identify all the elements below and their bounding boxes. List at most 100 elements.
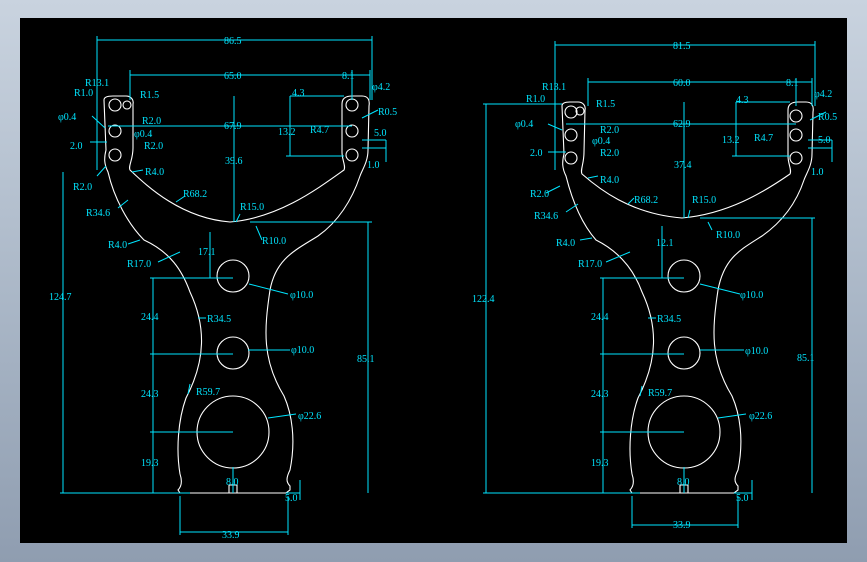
right-phi10b: φ10.0: [745, 346, 768, 357]
left-d-2: 2.0: [70, 141, 83, 152]
left-hole-2: [216, 336, 250, 370]
right-base-width: 33.9: [673, 520, 691, 531]
right-tip-offset: 8.1: [786, 78, 799, 89]
left-overall-height: 124.7: [49, 292, 72, 303]
left-tip-hole-a: [108, 98, 122, 112]
right-d-2: 2.0: [530, 148, 543, 159]
right-d-slot: 13.2: [722, 135, 740, 146]
right-hole-1: [667, 259, 701, 293]
right-r2-0b: R2.0: [600, 148, 619, 159]
left-r17-0: R17.0: [127, 259, 151, 270]
left-r13-1: R13.1: [85, 78, 109, 89]
left-tip-hole-e: [345, 98, 359, 112]
left-tip-hole-b: [108, 124, 122, 138]
right-r10-0: R10.0: [716, 230, 740, 241]
cad-viewport: 86.5 65.0 8.1 67.9 39.6 124.7 85.1 17.1 …: [20, 18, 847, 543]
right-fork-width: 62.9: [673, 119, 691, 130]
left-tip-offset: 8.1: [342, 71, 355, 82]
left-r34-5: R34.5: [207, 314, 231, 325]
left-r4-0a: R4.0: [145, 167, 164, 178]
left-phi0-4b: φ0.4: [134, 129, 152, 140]
right-phi22-6: φ22.6: [749, 411, 772, 422]
left-drawing: 86.5 65.0 8.1 67.9 39.6 124.7 85.1 17.1 …: [49, 36, 397, 541]
left-bottom-offset: 19.3: [141, 458, 159, 469]
right-r59-7: R59.7: [648, 388, 672, 399]
right-r1-0: R1.0: [526, 94, 545, 105]
right-r15-0: R15.0: [692, 195, 716, 206]
right-tip-hole-c: [564, 151, 578, 165]
left-d-5: 5.0: [374, 128, 387, 139]
left-overall-width: 86.5: [224, 36, 242, 47]
right-r17-0: R17.0: [578, 259, 602, 270]
left-phi0-4a: φ0.4: [58, 112, 76, 123]
left-fork-depth: 39.6: [225, 156, 243, 167]
right-hole-2: [667, 336, 701, 370]
right-d-1: 1.0: [811, 167, 824, 178]
right-notch-depth: 5.0: [736, 493, 749, 504]
right-r2-0a: R2.0: [600, 125, 619, 136]
right-r34-6: R34.6: [534, 211, 558, 222]
right-neck-drop: 12.1: [656, 238, 674, 249]
left-phi10a: φ10.0: [290, 290, 313, 301]
right-phi4-2: φ4.2: [814, 89, 832, 100]
right-r0-5: R0.5: [818, 112, 837, 123]
left-r34-6: R34.6: [86, 208, 110, 219]
left-hole-1: [216, 259, 250, 293]
left-phi4-2: φ4.2: [372, 82, 390, 93]
left-r2-0a: R2.0: [142, 116, 161, 127]
right-r68-2: R68.2: [634, 195, 658, 206]
right-drawing: 81.5 60.0 8.1 62.9 37.4 122.4 85.1 12.1 …: [472, 41, 837, 531]
left-hole-spacing-1: 24.4: [141, 312, 159, 323]
right-d-small: 4.3: [736, 95, 749, 106]
left-r15-0: R15.0: [240, 202, 264, 213]
left-r10-0: R10.0: [262, 236, 286, 247]
right-slingshot-outline: [561, 101, 814, 494]
right-hole-spacing-2: 24.3: [591, 389, 609, 400]
left-dimension-lines: [60, 36, 387, 535]
right-r-slot: R4.7: [754, 133, 773, 144]
right-mount-spacing: 60.0: [673, 78, 691, 89]
right-r4-0a: R4.0: [600, 175, 619, 186]
left-notch-depth: 5.0: [285, 493, 298, 504]
right-tip-hole-g: [789, 151, 803, 165]
right-phi0-4a: φ0.4: [515, 119, 533, 130]
right-tip-hole-f: [789, 128, 803, 142]
left-r4-0b: R4.0: [108, 240, 127, 251]
right-dimension-lines: [483, 41, 833, 528]
right-r4-0b: R4.0: [556, 238, 575, 249]
right-tip-hole-e: [789, 109, 803, 123]
left-handle-height: 85.1: [357, 354, 375, 365]
right-r1-5: R1.5: [596, 99, 615, 110]
left-tip-hole-f: [345, 124, 359, 138]
left-fork-width: 67.9: [224, 121, 242, 132]
right-phi10a: φ10.0: [740, 290, 763, 301]
left-notch-width: 8.0: [226, 477, 239, 488]
drawing-canvas: 86.5 65.0 8.1 67.9 39.6 124.7 85.1 17.1 …: [49, 36, 837, 541]
left-r1-5: R1.5: [140, 90, 159, 101]
left-base-width: 33.9: [222, 530, 240, 541]
right-tip-hole-d: [575, 106, 585, 116]
right-labels: 81.5 60.0 8.1 62.9 37.4 122.4 85.1 12.1 …: [472, 41, 837, 531]
left-r59-7: R59.7: [196, 387, 220, 398]
right-tip-hole-a: [564, 105, 578, 119]
left-neck-drop: 17.1: [198, 247, 216, 258]
right-tip-hole-b: [564, 128, 578, 142]
left-r0-5: R0.5: [378, 107, 397, 118]
right-fork-depth: 37.4: [674, 160, 692, 171]
right-notch-width: 8.0: [677, 477, 690, 488]
right-hole-spacing-1: 24.4: [591, 312, 609, 323]
left-r68-2: R68.2: [183, 189, 207, 200]
left-r2-0b: R2.0: [144, 141, 163, 152]
left-phi22-6: φ22.6: [298, 411, 321, 422]
left-tip-hole-d: [122, 100, 132, 110]
right-d-5: 5.0: [818, 135, 831, 146]
left-labels: 86.5 65.0 8.1 67.9 39.6 124.7 85.1 17.1 …: [49, 36, 397, 541]
left-tip-hole-c: [108, 148, 122, 162]
right-r13-1: R13.1: [542, 82, 566, 93]
left-slingshot-outline: [103, 95, 370, 494]
left-d-1: 1.0: [367, 160, 380, 171]
left-r2-0c: R2.0: [73, 182, 92, 193]
left-r1-0: R1.0: [74, 88, 93, 99]
left-hole-spacing-2: 24.3: [141, 389, 159, 400]
right-r2-0c: R2.0: [530, 189, 549, 200]
